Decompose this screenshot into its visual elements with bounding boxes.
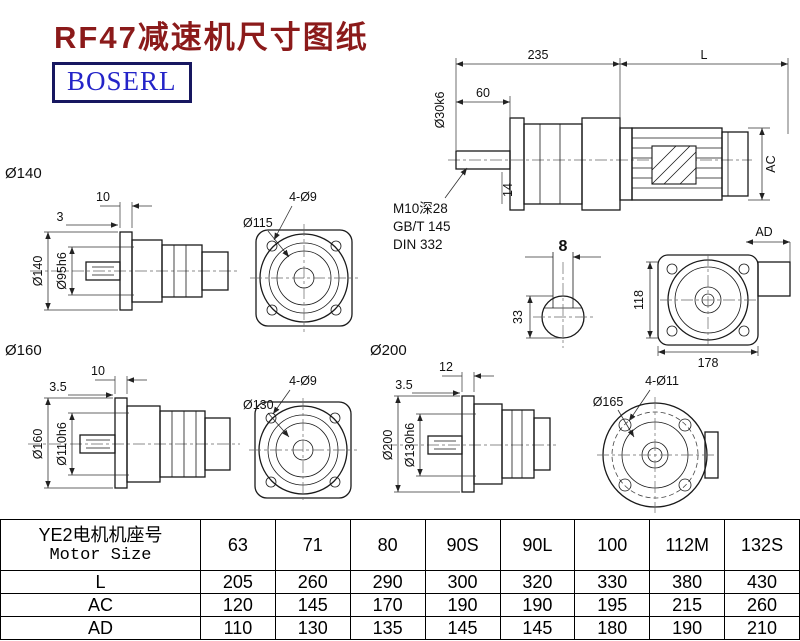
fan-cowl <box>721 131 749 197</box>
thread-note: M10深28 <box>393 201 448 216</box>
motor-end-view: AD 118 178 <box>632 225 791 370</box>
din-standard-note: DIN 332 <box>393 237 443 252</box>
logo-text: BOSERL <box>67 66 177 96</box>
shaft-keyway-detail: 8 33 <box>511 238 601 348</box>
page-title: RF47减速机尺寸图纸 <box>54 20 369 55</box>
flange-plate-200 <box>461 395 475 493</box>
holes-115-label: 4-Ø9 <box>289 190 317 204</box>
gearbox-body <box>523 123 583 205</box>
motor-dimension-table: YE2电机机座号 Motor Size 63 71 80 90S 90L 100… <box>0 519 800 640</box>
table-row-AD: AD 110 130 135 145 145 180 190 210 <box>0 616 800 640</box>
value-cell: 195 <box>574 593 651 617</box>
value-cell: 380 <box>649 570 726 594</box>
flange-dia-200: Ø200 <box>381 430 395 461</box>
dim-14: 14 <box>501 183 515 197</box>
motor-size-cell: 90S <box>424 519 501 571</box>
value-cell: 320 <box>499 570 576 594</box>
motor-adapter <box>619 127 633 201</box>
value-cell: 300 <box>424 570 501 594</box>
key-height-dim: 33 <box>511 310 525 324</box>
dim-L: L <box>701 48 708 62</box>
motor-size-cell: 100 <box>574 519 651 571</box>
flange-dia-160: Ø160 <box>31 429 45 460</box>
assembly-side-view: 235 L 60 Ø30k6 AC 14 M10深28 GB/T 145 DIN… <box>393 48 789 252</box>
value-cell: 205 <box>200 570 276 594</box>
reducer-140-side-view: Ø140 Ø140 Ø95h6 10 3 <box>5 165 240 311</box>
value-cell: 260 <box>274 570 351 594</box>
dim-AC: AC <box>764 155 778 172</box>
value-cell: 190 <box>424 593 501 617</box>
thread-leader <box>444 167 468 199</box>
value-cell: 110 <box>200 616 276 640</box>
value-cell: 120 <box>200 593 276 617</box>
flange-dia-140: Ø140 <box>31 256 45 287</box>
table-header-row: YE2电机机座号 Motor Size 63 71 80 90S 90L 100… <box>0 519 800 571</box>
pilot-dia-200: Ø130h6 <box>403 423 417 468</box>
view-160-title: Ø160 <box>5 342 42 359</box>
dia-115-label: Ø115 <box>243 216 273 230</box>
row-label-cell: AC <box>0 593 201 617</box>
flange-165-front-view: 4-Ø11 Ø165 <box>593 374 719 513</box>
dim-60: 60 <box>476 86 490 100</box>
view-200-title: Ø200 <box>370 342 407 359</box>
dim-3-140: 3 <box>57 210 64 224</box>
gearbox-housing <box>581 117 621 211</box>
gb-standard-note: GB/T 145 <box>393 219 451 234</box>
value-cell: 210 <box>724 616 800 640</box>
table-row-AC: AC 120 145 170 190 190 195 215 260 <box>0 593 800 617</box>
holes-130-label: 4-Ø9 <box>289 374 317 388</box>
pilot-dia-160: Ø110h6 <box>55 422 69 466</box>
dim-AD: AD <box>755 225 772 239</box>
value-cell: 215 <box>649 593 726 617</box>
motor-size-cell: 132S <box>724 519 800 571</box>
pilot-dia-140: Ø95h6 <box>55 252 69 290</box>
flange-plate-160 <box>114 397 128 489</box>
dia-165-label: Ø165 <box>593 395 624 409</box>
holes-165-label: 4-Ø11 <box>645 374 679 388</box>
motor-nameplate <box>651 145 697 185</box>
value-cell: 190 <box>499 593 576 617</box>
dim-35-200: 3.5 <box>395 378 412 392</box>
value-cell: 290 <box>349 570 426 594</box>
flange-130-front-view: 4-Ø9 Ø130 <box>243 374 357 502</box>
dim-178: 178 <box>698 356 719 370</box>
value-cell: 430 <box>724 570 800 594</box>
row-label-cell: L <box>0 570 201 594</box>
terminal-box <box>757 261 791 297</box>
shaft-diameter-label: Ø30k6 <box>433 92 447 129</box>
view-140-title: Ø140 <box>5 165 42 182</box>
row-label-cell: AD <box>0 616 201 640</box>
dim-12-200: 12 <box>439 360 453 374</box>
value-cell: 190 <box>649 616 726 640</box>
value-cell: 145 <box>274 593 351 617</box>
dim-118: 118 <box>632 290 646 310</box>
value-cell: 170 <box>349 593 426 617</box>
reducer-160-side-view: Ø160 Ø160 Ø110h6 10 3.5 <box>5 342 240 489</box>
key-width-dim: 8 <box>559 238 568 255</box>
motor-size-header-cn: YE2电机机座号 <box>38 524 163 545</box>
motor-size-cell: 71 <box>274 519 351 571</box>
motor-size-header-en: Motor Size <box>49 545 152 565</box>
dim-10-140: 10 <box>96 190 110 204</box>
dim-235: 235 <box>528 48 549 62</box>
dim-10-160: 10 <box>91 364 105 378</box>
value-cell: 130 <box>274 616 351 640</box>
value-cell: 260 <box>724 593 800 617</box>
motor-size-header-cell: YE2电机机座号 Motor Size <box>0 519 201 571</box>
motor-size-cell: 80 <box>349 519 426 571</box>
table-row-L: L 205 260 290 300 320 330 380 430 <box>0 570 800 594</box>
motor-size-cell: 90L <box>499 519 576 571</box>
motor-size-cell: 112M <box>649 519 726 571</box>
motor-size-cell: 63 <box>200 519 276 571</box>
value-cell: 135 <box>349 616 426 640</box>
dim-35-160: 3.5 <box>49 380 66 394</box>
reducer-200-side-view: Ø200 Ø200 Ø130h6 12 3.5 <box>370 342 556 493</box>
boserl-logo: BOSERL <box>52 62 192 103</box>
value-cell: 180 <box>574 616 651 640</box>
flange-115-front-view: 4-Ø9 Ø115 <box>243 190 358 332</box>
value-cell: 330 <box>574 570 651 594</box>
technical-drawing: 235 L 60 Ø30k6 AC 14 M10深28 GB/T 145 DIN… <box>5 48 791 513</box>
value-cell: 145 <box>499 616 576 640</box>
value-cell: 145 <box>424 616 501 640</box>
